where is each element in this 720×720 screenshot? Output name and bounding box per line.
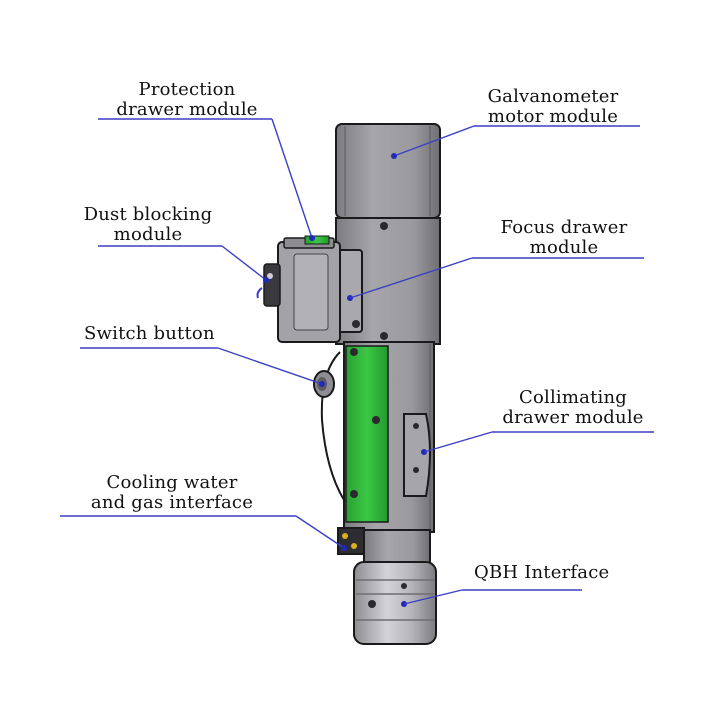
collimating-drawer-module: [403, 413, 431, 497]
label-collimating-line2: drawer module: [502, 407, 644, 428]
label-dust-line1: Dust blocking: [83, 204, 213, 225]
galvanometer-motor-module: [335, 123, 441, 219]
label-switch: Switch button: [84, 324, 215, 344]
dot-protection: [309, 235, 315, 241]
label-cooling: Cooling water and gas interface: [82, 473, 262, 513]
cooling-gas-interface: [337, 527, 365, 555]
leader-galvanometer: [393, 125, 475, 157]
dot-galvanometer: [391, 153, 397, 159]
label-cooling-line1: Cooling water: [106, 472, 238, 493]
leader-collimating: [423, 431, 493, 453]
leader-protection: [271, 118, 313, 239]
dot-switch: [319, 381, 325, 387]
label-cooling-line2: and gas interface: [90, 492, 254, 513]
label-qbh: QBH Interface: [474, 563, 609, 583]
label-dust-line2: module: [113, 224, 183, 245]
label-focus-line1: Focus drawer: [500, 217, 628, 238]
dot-cooling: [341, 545, 347, 551]
leader-qbh: [403, 589, 463, 605]
label-collimating: Collimating drawer module: [490, 388, 656, 428]
qbh-interface: [353, 561, 437, 645]
label-galvanometer-line2: motor module: [487, 106, 619, 127]
dust-blocking-module: [256, 263, 281, 307]
label-qbh-line1: QBH Interface: [474, 562, 610, 583]
switch-button: [313, 351, 345, 501]
focus-drawer-module: [331, 217, 441, 345]
dot-dust: [263, 277, 269, 283]
label-protection: Protection drawer module: [112, 80, 262, 120]
leader-dots: [263, 153, 397, 551]
leader-focus: [349, 257, 473, 299]
label-dust: Dust blocking module: [68, 205, 228, 245]
label-protection-line2: drawer module: [116, 99, 258, 120]
leader-dust: [221, 245, 267, 281]
leader-switch: [217, 347, 323, 385]
qbh-neck: [363, 529, 431, 567]
label-switch-line1: Switch button: [84, 323, 215, 344]
protection-drawer-module: [277, 235, 341, 343]
label-galvanometer-line1: Galvanometer: [487, 86, 619, 107]
label-galvanometer: Galvanometer motor module: [468, 87, 638, 127]
leader-lines: [60, 118, 654, 605]
leader-cooling: [295, 515, 345, 549]
label-collimating-line1: Collimating: [519, 387, 627, 408]
label-protection-line1: Protection: [138, 79, 236, 100]
label-focus-line2: module: [529, 237, 599, 258]
label-focus: Focus drawer module: [484, 218, 644, 258]
